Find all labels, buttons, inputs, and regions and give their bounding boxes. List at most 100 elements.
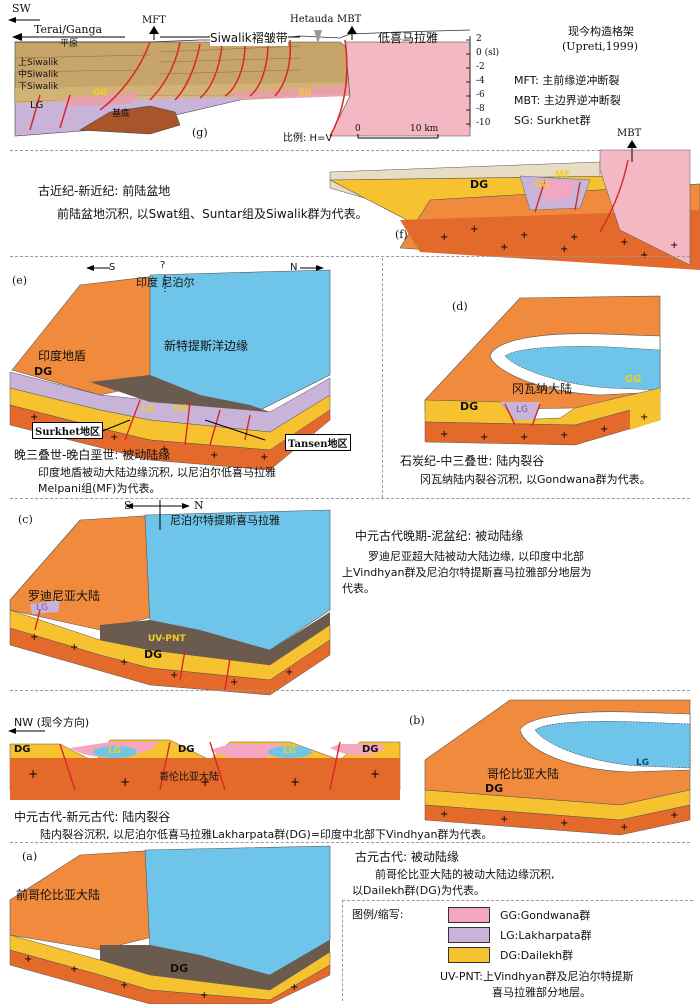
direction-s: S [109,262,116,273]
svg-text:+: + [260,452,268,463]
uv-pnt-label: UV-PNT [148,634,186,644]
lg-label: LG [516,405,528,415]
svg-text:+: + [24,954,32,965]
gondwana-label: 冈瓦纳大陆 [512,382,573,396]
dg-label: DG [34,365,53,378]
legend-uv-pnt-1: UV-PNT:上Vindhyan群及尼泊尔特提斯 [440,970,634,983]
svg-text:+: + [440,232,448,243]
depth-tick: 0 (sl) [476,48,500,58]
panel-e-heading: 晚三叠世-晚白垩世: 被动陆缘 [14,448,171,462]
mbt-label: MBT [617,128,642,139]
panel-b-letter: (b) [409,714,425,727]
svg-text:+: + [560,244,568,255]
dg-label: DG [470,178,489,191]
panel-d-block: ++++++ [424,295,661,446]
plain-label: 平原 [60,39,79,49]
svg-text:+: + [120,980,128,991]
svg-text:+: + [120,657,128,668]
svg-text:+: + [520,432,528,443]
legend-swatch [448,947,490,963]
svg-text:+: + [500,814,508,825]
panel-f-heading: 古近纪-新近纪: 前陆盆地 [38,184,171,198]
panel-d-letter: (d) [452,300,468,313]
middle-siwalik-label: 中Siwalik [18,70,59,80]
gg-label: GG [173,404,188,414]
panel-c-heading: 中元古代晚期-泥盆纪: 被动陆缘 [355,529,524,543]
svg-text:+: + [200,990,208,1001]
lg-label: LG [36,603,48,613]
panel-g-cross-section [8,17,471,139]
sg-label: SG [298,88,312,98]
svg-text:+: + [200,775,210,789]
panel-g-letter: (g) [192,126,208,139]
abbr-mbt: MBT: 主边界逆冲断裂 [514,94,621,107]
svg-text:+: + [110,432,118,443]
direction-n: N [290,262,298,273]
lg-label: LG [30,100,44,111]
panel-a-block: +++++ [9,845,331,1004]
dg-label: DG [178,744,195,755]
scale-ratio-label: 比例: H=V [283,133,333,144]
dg-label: DG [362,744,379,755]
svg-text:+: + [570,232,578,243]
svg-text:+: + [30,412,38,423]
panel-b-rift: +++++ +++++ [8,699,691,836]
svg-text:+: + [560,818,568,829]
gg-label: GG [625,374,642,385]
abbr-sg: SG: Surkhet群 [514,114,591,127]
svg-text:+: + [370,767,380,781]
legend-label: GG:Gondwana群 [500,909,591,922]
panel-c-description-3: 代表。 [342,582,375,595]
panel-c-description-1: 罗迪尼亚超大陆被动大陆边缘, 以印度中北部 [368,550,584,563]
mbt-label: MBT [337,14,362,25]
lesser-himalaya-label: 低喜马拉雅 [378,31,439,45]
direction-n: N [194,499,204,512]
depth-tick: -4 [476,76,485,86]
depth-tick: -2 [476,62,485,72]
svg-text:+: + [470,224,478,235]
panel-a-letter: (a) [22,850,38,863]
svg-text:+: + [500,242,508,253]
svg-text:+: + [440,429,448,440]
dg-label: DG [485,782,504,795]
basement-label: 基底 [112,109,131,119]
panel-a-description-2: 以Dailekh群(DG)为代表。 [352,884,486,897]
question-mark: ? [160,260,166,271]
svg-text:+: + [28,767,38,781]
neotethys-margin-label: 新特提斯洋边缘 [164,339,249,353]
legend-swatch [448,927,490,943]
surkhet-label: Surkhet地区 [32,422,103,439]
panel-c-description-2: 上Vindhyan群及尼泊尔特提斯喜马拉雅部分地层为 [342,566,592,579]
divider [10,498,690,499]
framework-title: 现今构造格架 [568,25,634,38]
svg-text:+: + [640,250,648,261]
divider [10,842,690,843]
tansen-label: Tansen地区 [285,434,351,451]
svg-text:+: + [670,810,678,821]
dg-label: DG [170,962,189,975]
svg-text:+: + [160,444,168,455]
dg-label: DG [460,400,479,413]
mft-label: MFT [142,15,166,26]
legend [342,900,693,1001]
depth-tick: -6 [476,90,485,100]
panel-f-description: 前陆盆地沉积, 以Swat组、Suntar组及Siwalik群为代表。 [57,207,368,221]
legend-label: DG:Dailekh群 [500,949,574,962]
india-nepal-label: 印度 尼泊尔 [136,276,195,289]
legend-item-dg: DG:Dailekh群 [440,945,690,963]
depth-tick: -10 [476,118,491,128]
terai-ganga-label: Terai/Ganga [34,23,103,36]
gg-label: GG [93,88,108,98]
svg-text:+: + [620,237,628,248]
svg-text:+: + [120,775,130,789]
svg-text:+: + [440,809,448,820]
legend-uv-pnt-2: 喜马拉雅部分地层。 [492,986,591,999]
svg-text:+: + [170,670,178,681]
direction-sw: SW [12,2,31,15]
india-shield-label: 印度地盾 [38,349,87,363]
svg-text:+: + [560,430,568,441]
panel-e-description-1: 印度地盾被动大陆边缘沉积, 以尼泊尔低喜马拉雅 [38,466,276,479]
legend-label: LG:Lakharpata群 [500,929,592,942]
gg-label: GG [534,180,549,190]
svg-text:+: + [620,822,628,833]
